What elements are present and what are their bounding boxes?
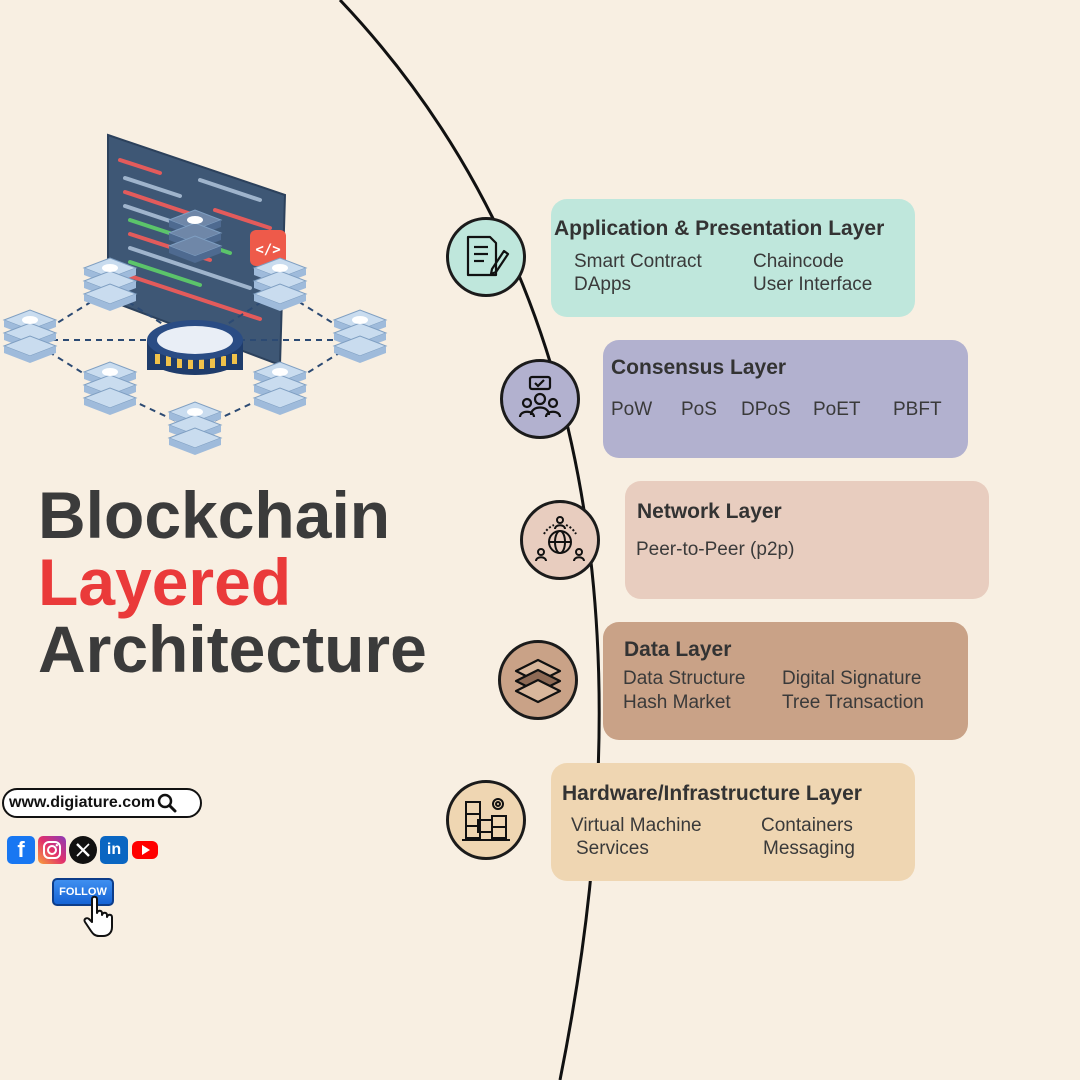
server-light [102, 264, 118, 272]
server-gear-icon [446, 780, 526, 860]
linkedin-icon[interactable]: in [100, 836, 128, 864]
layer-card-consensus: Consensus Layer PoW PoS DPoS PoET PBFT [603, 340, 968, 458]
layer-item: Messaging [763, 838, 855, 859]
layer-card-network: Network Layer Peer-to-Peer (p2p) [625, 481, 989, 599]
layer-item: PoS [681, 399, 717, 420]
layer-item: Containers [761, 815, 853, 836]
instagram-icon[interactable] [38, 836, 66, 864]
server-block-side [84, 398, 136, 415]
layer-card-application: Application & Presentation Layer Smart C… [551, 199, 915, 317]
server-light [102, 368, 118, 376]
layer-item: DPoS [741, 399, 791, 420]
layer-item: PBFT [893, 399, 942, 420]
document-pen-icon [446, 217, 526, 297]
svg-text:</>: </> [255, 242, 280, 258]
layer-item: Peer-to-Peer (p2p) [636, 539, 795, 560]
layer-item: Tree Transaction [782, 692, 924, 713]
network-globe-icon [520, 500, 600, 580]
layer-item: Hash Market [623, 692, 731, 713]
pointer-hand-icon [83, 895, 113, 937]
layer-title: Application & Presentation Layer [554, 217, 885, 240]
layer-item: User Interface [753, 274, 873, 295]
layer-item: PoW [611, 399, 653, 420]
layer-title: Data Layer [624, 638, 732, 661]
team-consensus-icon [500, 359, 580, 439]
title-line-layered: Layered [38, 545, 292, 619]
title-line-architecture: Architecture [38, 612, 427, 686]
blockchain-illustration: </> [2, 133, 388, 455]
server-block-side [84, 294, 136, 311]
layer-title: Hardware/Infrastructure Layer [562, 782, 862, 805]
layer-item: Chaincode [753, 251, 844, 272]
layer-item: PoET [813, 399, 861, 420]
layer-item: Services [576, 838, 649, 859]
layer-title: Consensus Layer [611, 356, 787, 379]
server-light [187, 216, 203, 224]
server-light [272, 264, 288, 272]
website-url: www.digiature.com [9, 794, 156, 811]
youtube-icon[interactable] [131, 836, 159, 864]
server-block-side [4, 346, 56, 363]
layer-item: Digital Signature [782, 668, 922, 689]
server-block-side [254, 294, 306, 311]
data-stack-icon [498, 640, 578, 720]
layer-card-data: Data Layer Data Structure Digital Signat… [603, 622, 968, 740]
layer-item: Virtual Machine [571, 815, 702, 836]
layer-card-hardware: Hardware/Infrastructure Layer Virtual Ma… [551, 763, 915, 881]
facebook-icon[interactable]: f [7, 836, 35, 864]
server-block-side [334, 346, 386, 363]
server-light [272, 368, 288, 376]
search-icon [157, 793, 177, 813]
layer-title: Network Layer [637, 500, 782, 523]
server-light [22, 316, 38, 324]
server-block-side [254, 398, 306, 415]
server-block-side [169, 438, 221, 455]
layer-item: Smart Contract [574, 251, 702, 272]
x-icon[interactable] [69, 836, 97, 864]
follow-button[interactable]: FOLLOW [52, 878, 114, 906]
website-link[interactable]: www.digiature.com [2, 788, 202, 818]
server-light [187, 408, 203, 416]
title-line-blockchain: Blockchain [38, 478, 391, 552]
server-block-side [169, 246, 221, 263]
server-light [352, 316, 368, 324]
layer-item: DApps [574, 274, 632, 295]
layer-item: Data Structure [623, 668, 746, 689]
